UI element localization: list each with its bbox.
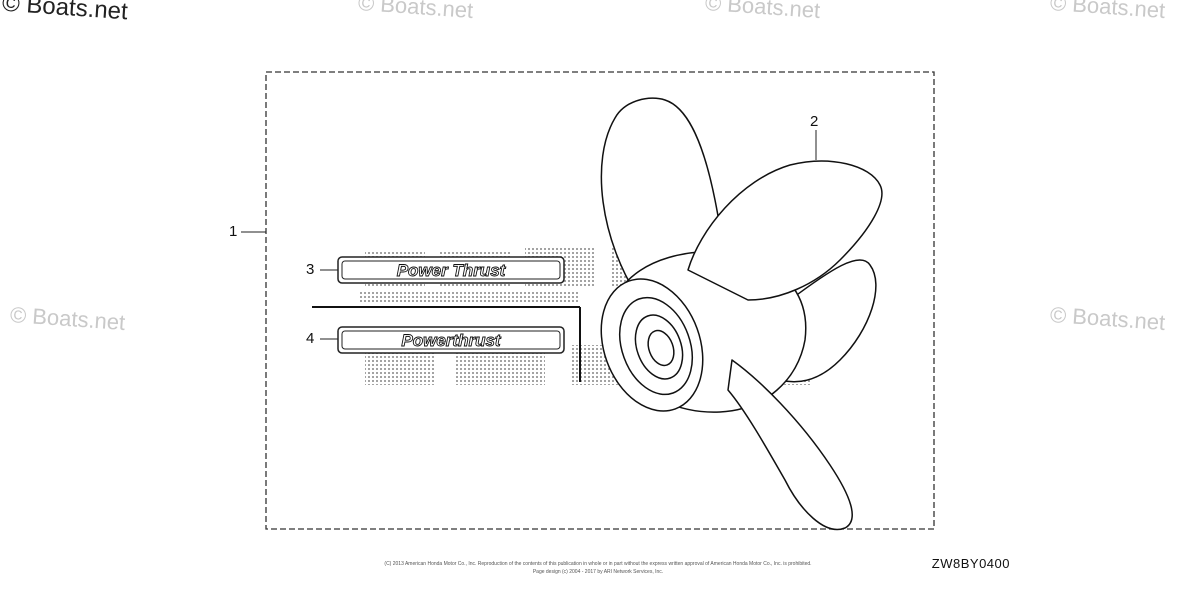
decal-powerthrust: Powerthrust <box>320 326 565 354</box>
callout-2: 2 <box>810 113 819 130</box>
page-design-line: Page design (c) 2004 - 2017 by ARI Netwo… <box>532 569 664 575</box>
propeller <box>600 97 883 531</box>
kit-border <box>265 71 935 530</box>
callout-3: 3 <box>306 261 315 278</box>
copyright-line: (C) 2013 American Honda Motor Co., Inc. … <box>384 561 812 567</box>
decal-3-text: Power Thrust <box>397 261 507 280</box>
callout-1: 1 <box>229 223 238 240</box>
decal-4-text: Powerthrust <box>401 331 502 350</box>
diagram-code: ZW8BY0400 <box>931 556 1010 571</box>
decal-power-thrust: Power Thrust <box>320 256 565 284</box>
callout-4: 4 <box>306 330 315 347</box>
